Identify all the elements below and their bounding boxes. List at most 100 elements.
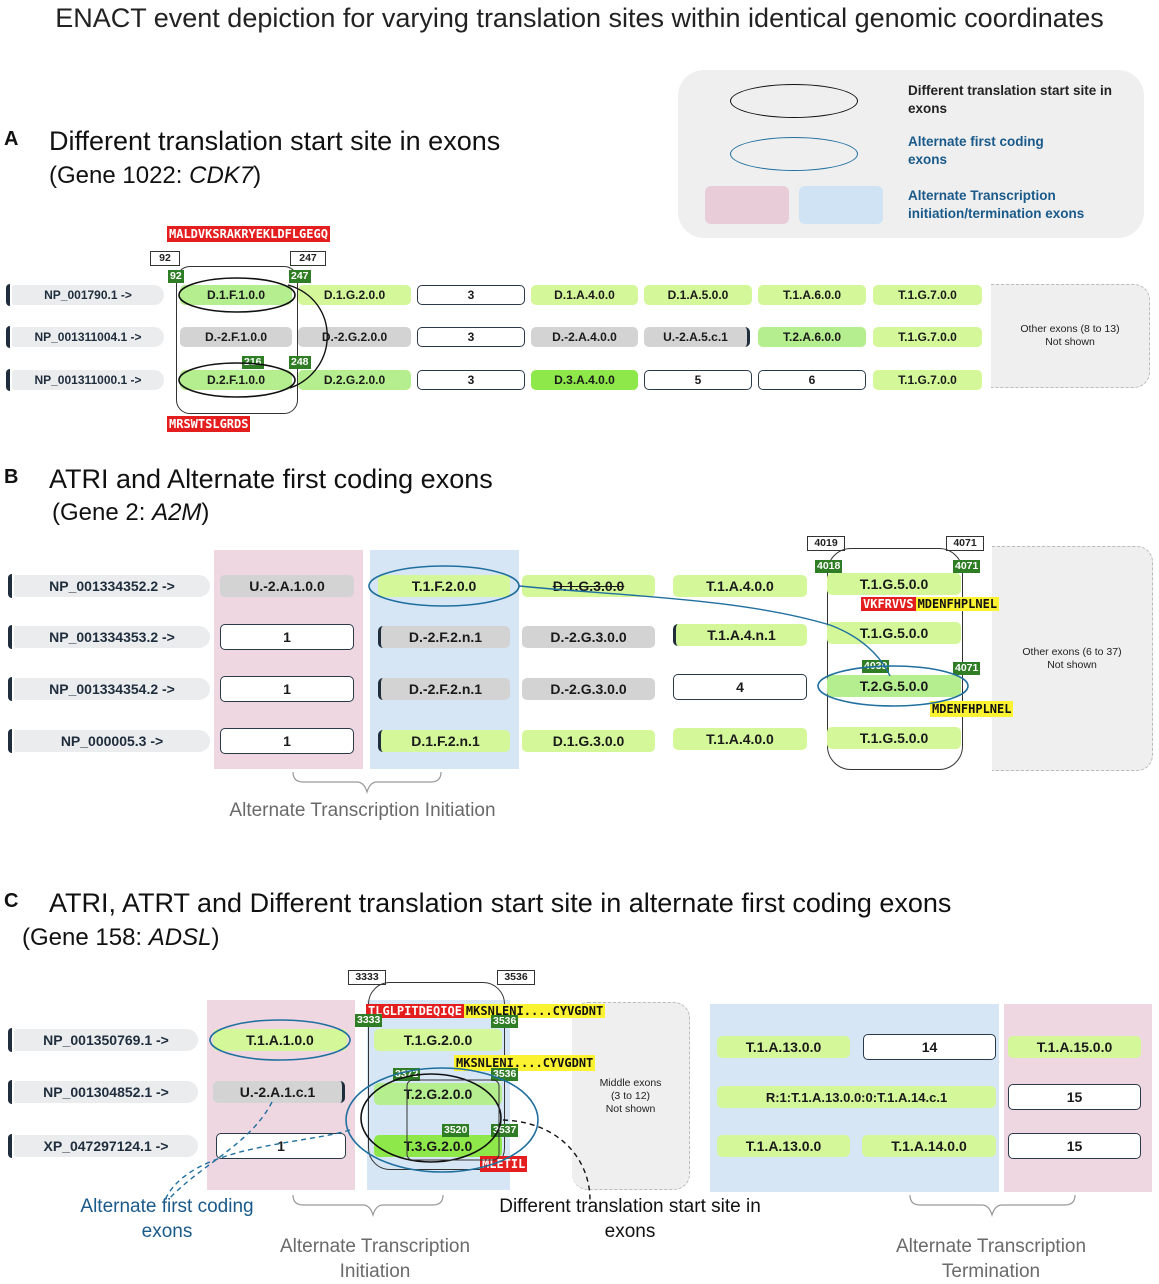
section-b-row1-exon2[interactable]: T.1.F.2.0.0 bbox=[378, 575, 510, 597]
section-c-row3-exon3[interactable]: T.1.A.13.0.0 bbox=[717, 1135, 850, 1157]
section-c-coord-3536a: 3536 bbox=[491, 1015, 519, 1028]
section-b-row2-exon5[interactable]: T.1.G.5.0.0 bbox=[827, 622, 961, 644]
section-a-row1-bracket bbox=[6, 284, 15, 306]
section-b-row1-exon1[interactable]: U.-2.A.1.0.0 bbox=[220, 575, 354, 597]
section-c-row1-label[interactable]: NP_001350769.1 -> bbox=[14, 1029, 198, 1051]
section-b-row4-exon5[interactable]: T.1.G.5.0.0 bbox=[827, 727, 961, 749]
section-b-other-exons: Other exons (6 to 37) Not shown bbox=[992, 546, 1153, 771]
section-b-row3-exon5[interactable]: T.2.G.5.0.0 bbox=[827, 675, 961, 697]
section-c-row3-exon1[interactable]: 1 bbox=[216, 1133, 346, 1159]
section-b-row3-exon4[interactable]: 4 bbox=[673, 674, 807, 700]
section-c-row2-exon1[interactable]: U.-2.A.1.c.1 bbox=[213, 1081, 345, 1103]
section-b-row3-exon1[interactable]: 1 bbox=[220, 676, 354, 702]
section-c-seq-red1: TLGLPITDEQIQE bbox=[366, 1004, 464, 1018]
section-c-row3-exon4[interactable]: T.1.A.14.0.0 bbox=[862, 1135, 996, 1157]
section-b-row3-bracket bbox=[8, 677, 17, 701]
section-c-row1-exon1[interactable]: T.1.A.1.0.0 bbox=[213, 1029, 347, 1051]
section-c-row2-label[interactable]: NP_001304852.1 -> bbox=[14, 1081, 198, 1103]
section-a-row2-exon2[interactable]: D.-2.G.2.0.0 bbox=[298, 327, 411, 347]
section-c-row1-exon2[interactable]: T.1.G.2.0.0 bbox=[374, 1029, 502, 1051]
section-b-row2-label[interactable]: NP_001334353.2 -> bbox=[14, 626, 210, 648]
section-b-coord-4071b: 4071 bbox=[953, 662, 981, 675]
section-b-atri-annotation: Alternate Transcription Initiation bbox=[229, 800, 496, 821]
section-b-row3-exon3[interactable]: D.-2.G.3.0.0 bbox=[522, 678, 655, 700]
section-b-seq-yellow2: MDENFHPLNEL bbox=[930, 701, 1014, 717]
section-a-row1-label[interactable]: NP_001790.1 -> bbox=[12, 285, 164, 305]
legend-blue-ellipse bbox=[730, 137, 858, 171]
section-a-row3-exon3[interactable]: 3 bbox=[417, 370, 525, 390]
section-b-row4-exon1[interactable]: 1 bbox=[220, 728, 354, 754]
section-b-row1-exon5[interactable]: T.1.G.5.0.0 bbox=[827, 573, 961, 595]
section-a-row1-exon3[interactable]: 3 bbox=[417, 285, 525, 305]
section-c-seq-red2: MLETIL bbox=[480, 1156, 528, 1172]
section-a-row2-exon6[interactable]: T.2.A.6.0.0 bbox=[758, 327, 866, 347]
section-c-row2-exon3[interactable]: R:1:T.1.A.13.0.0:0:T.1.A.14.c.1 bbox=[717, 1086, 996, 1108]
section-a-row2-label[interactable]: NP_001311004.1 -> bbox=[12, 327, 164, 347]
section-c-row2-bracket bbox=[8, 1080, 17, 1104]
section-c-gene-suffix: ) bbox=[211, 924, 220, 951]
section-b-row4-label[interactable]: NP_000005.3 -> bbox=[14, 730, 210, 752]
section-c-coord-left: 3333 bbox=[348, 970, 386, 985]
section-c-gene-prefix: (Gene 158: bbox=[22, 924, 149, 951]
section-a-row1-exon6[interactable]: T.1.A.6.0.0 bbox=[758, 285, 866, 305]
section-b-gene-suffix: ) bbox=[201, 499, 210, 526]
section-b-row2-exon3[interactable]: D.-2.G.3.0.0 bbox=[522, 626, 655, 648]
section-a-row1-exon7[interactable]: T.1.G.7.0.0 bbox=[873, 285, 982, 305]
section-b-coord-left: 4019 bbox=[807, 536, 845, 551]
section-b-row4-exon3[interactable]: D.1.G.3.0.0 bbox=[522, 730, 655, 752]
section-a-seq-top: MALDVKSRAKRYEKLDFLGEGQ bbox=[167, 226, 330, 242]
section-b-row1-label[interactable]: NP_001334352.2 -> bbox=[14, 575, 210, 597]
section-c-atri-brace bbox=[292, 1194, 444, 1218]
section-b-row1-exon3[interactable]: D.1.G.3.0.0 bbox=[522, 575, 655, 597]
section-a-row1-exon1[interactable]: D.1.F.1.0.0 bbox=[180, 285, 292, 305]
section-c-row3-exon2[interactable]: T.3.G.2.0.0 bbox=[374, 1135, 502, 1157]
section-a-row3-exon7[interactable]: T.1.G.7.0.0 bbox=[873, 370, 982, 390]
section-a-letter: A bbox=[4, 128, 19, 150]
section-c-row1-exon5[interactable]: T.1.A.15.0.0 bbox=[1008, 1036, 1141, 1058]
section-b-row3-label[interactable]: NP_001334354.2 -> bbox=[14, 678, 210, 700]
section-b-gene: (Gene 2: A2M) bbox=[52, 497, 209, 529]
section-a-row2-exon5[interactable]: U.-2.A.5.c.1 bbox=[644, 327, 750, 347]
section-a-row2-exon3[interactable]: 3 bbox=[417, 327, 525, 347]
section-a-gene: (Gene 1022: CDK7) bbox=[49, 160, 261, 192]
section-b-row3-exon2[interactable]: D.-2.F.2.n.1 bbox=[378, 678, 510, 700]
page-title: ENACT event depiction for varying transl… bbox=[55, 3, 1104, 33]
section-c-row2-exon4[interactable]: 15 bbox=[1008, 1084, 1141, 1110]
legend-pink-swatch bbox=[705, 186, 789, 224]
section-b-row1-exon4[interactable]: T.1.A.4.0.0 bbox=[673, 575, 807, 597]
section-b-row2-exon1[interactable]: 1 bbox=[220, 624, 354, 650]
section-b-title: ATRI and Alternate first coding exons bbox=[49, 464, 493, 494]
section-a-gene-name: CDK7 bbox=[189, 162, 254, 189]
section-a-row1-exon4[interactable]: D.1.A.4.0.0 bbox=[531, 285, 638, 305]
section-c-row2-exon2[interactable]: T.2.G.2.0.0 bbox=[374, 1083, 502, 1105]
section-a-row3-exon2[interactable]: D.2.G.2.0.0 bbox=[298, 370, 411, 390]
section-a-row1-exon5[interactable]: D.1.A.5.0.0 bbox=[644, 285, 752, 305]
section-c-row3-label[interactable]: XP_047297124.1 -> bbox=[14, 1135, 198, 1157]
section-b-coord-4071a: 4071 bbox=[953, 560, 981, 573]
section-a-row3-exon4[interactable]: D.3.A.4.0.0 bbox=[531, 370, 638, 390]
section-a-row3-exon5[interactable]: 5 bbox=[644, 370, 752, 390]
section-a-row2-exon4[interactable]: D.-2.A.4.0.0 bbox=[531, 327, 638, 347]
section-b-row4-exon4[interactable]: T.1.A.4.0.0 bbox=[673, 728, 807, 750]
section-a-row1-exon2[interactable]: D.1.G.2.0.0 bbox=[298, 285, 411, 305]
section-a-row3-exon6[interactable]: 6 bbox=[758, 370, 866, 390]
section-c-row3-exon5[interactable]: 15 bbox=[1008, 1133, 1141, 1159]
section-b-coord-4018: 4018 bbox=[815, 560, 843, 573]
section-a-row2-exon7[interactable]: T.1.G.7.0.0 bbox=[873, 327, 982, 347]
section-a-row3-exon1[interactable]: D.2.F.1.0.0 bbox=[180, 370, 292, 390]
section-b-atri-brace bbox=[292, 771, 442, 795]
section-b-row2-exon2[interactable]: D.-2.F.2.n.1 bbox=[378, 626, 510, 648]
legend-label-afce: Alternate first coding exons bbox=[908, 134, 1044, 167]
section-a-row3-label[interactable]: NP_001311000.1 -> bbox=[12, 370, 164, 390]
section-b-row2-exon4[interactable]: T.1.A.4.n.1 bbox=[673, 624, 807, 646]
section-c-row1-exon3[interactable]: T.1.A.13.0.0 bbox=[717, 1036, 850, 1058]
section-c-seq-yellow2: MKSNLENI....CYVGDNT bbox=[454, 1055, 596, 1071]
section-c-row1-exon4[interactable]: 14 bbox=[863, 1034, 996, 1060]
section-b-row4-exon2[interactable]: D.1.F.2.n.1 bbox=[378, 730, 510, 752]
section-c-coord-3537: 3537 bbox=[491, 1124, 519, 1137]
section-b-row4-bracket bbox=[8, 729, 17, 753]
section-a-row2-exon1[interactable]: D.-2.F.1.0.0 bbox=[180, 327, 292, 347]
section-c-seq-yellow1: MKSNLENI....CYVGDNT bbox=[463, 1004, 606, 1018]
